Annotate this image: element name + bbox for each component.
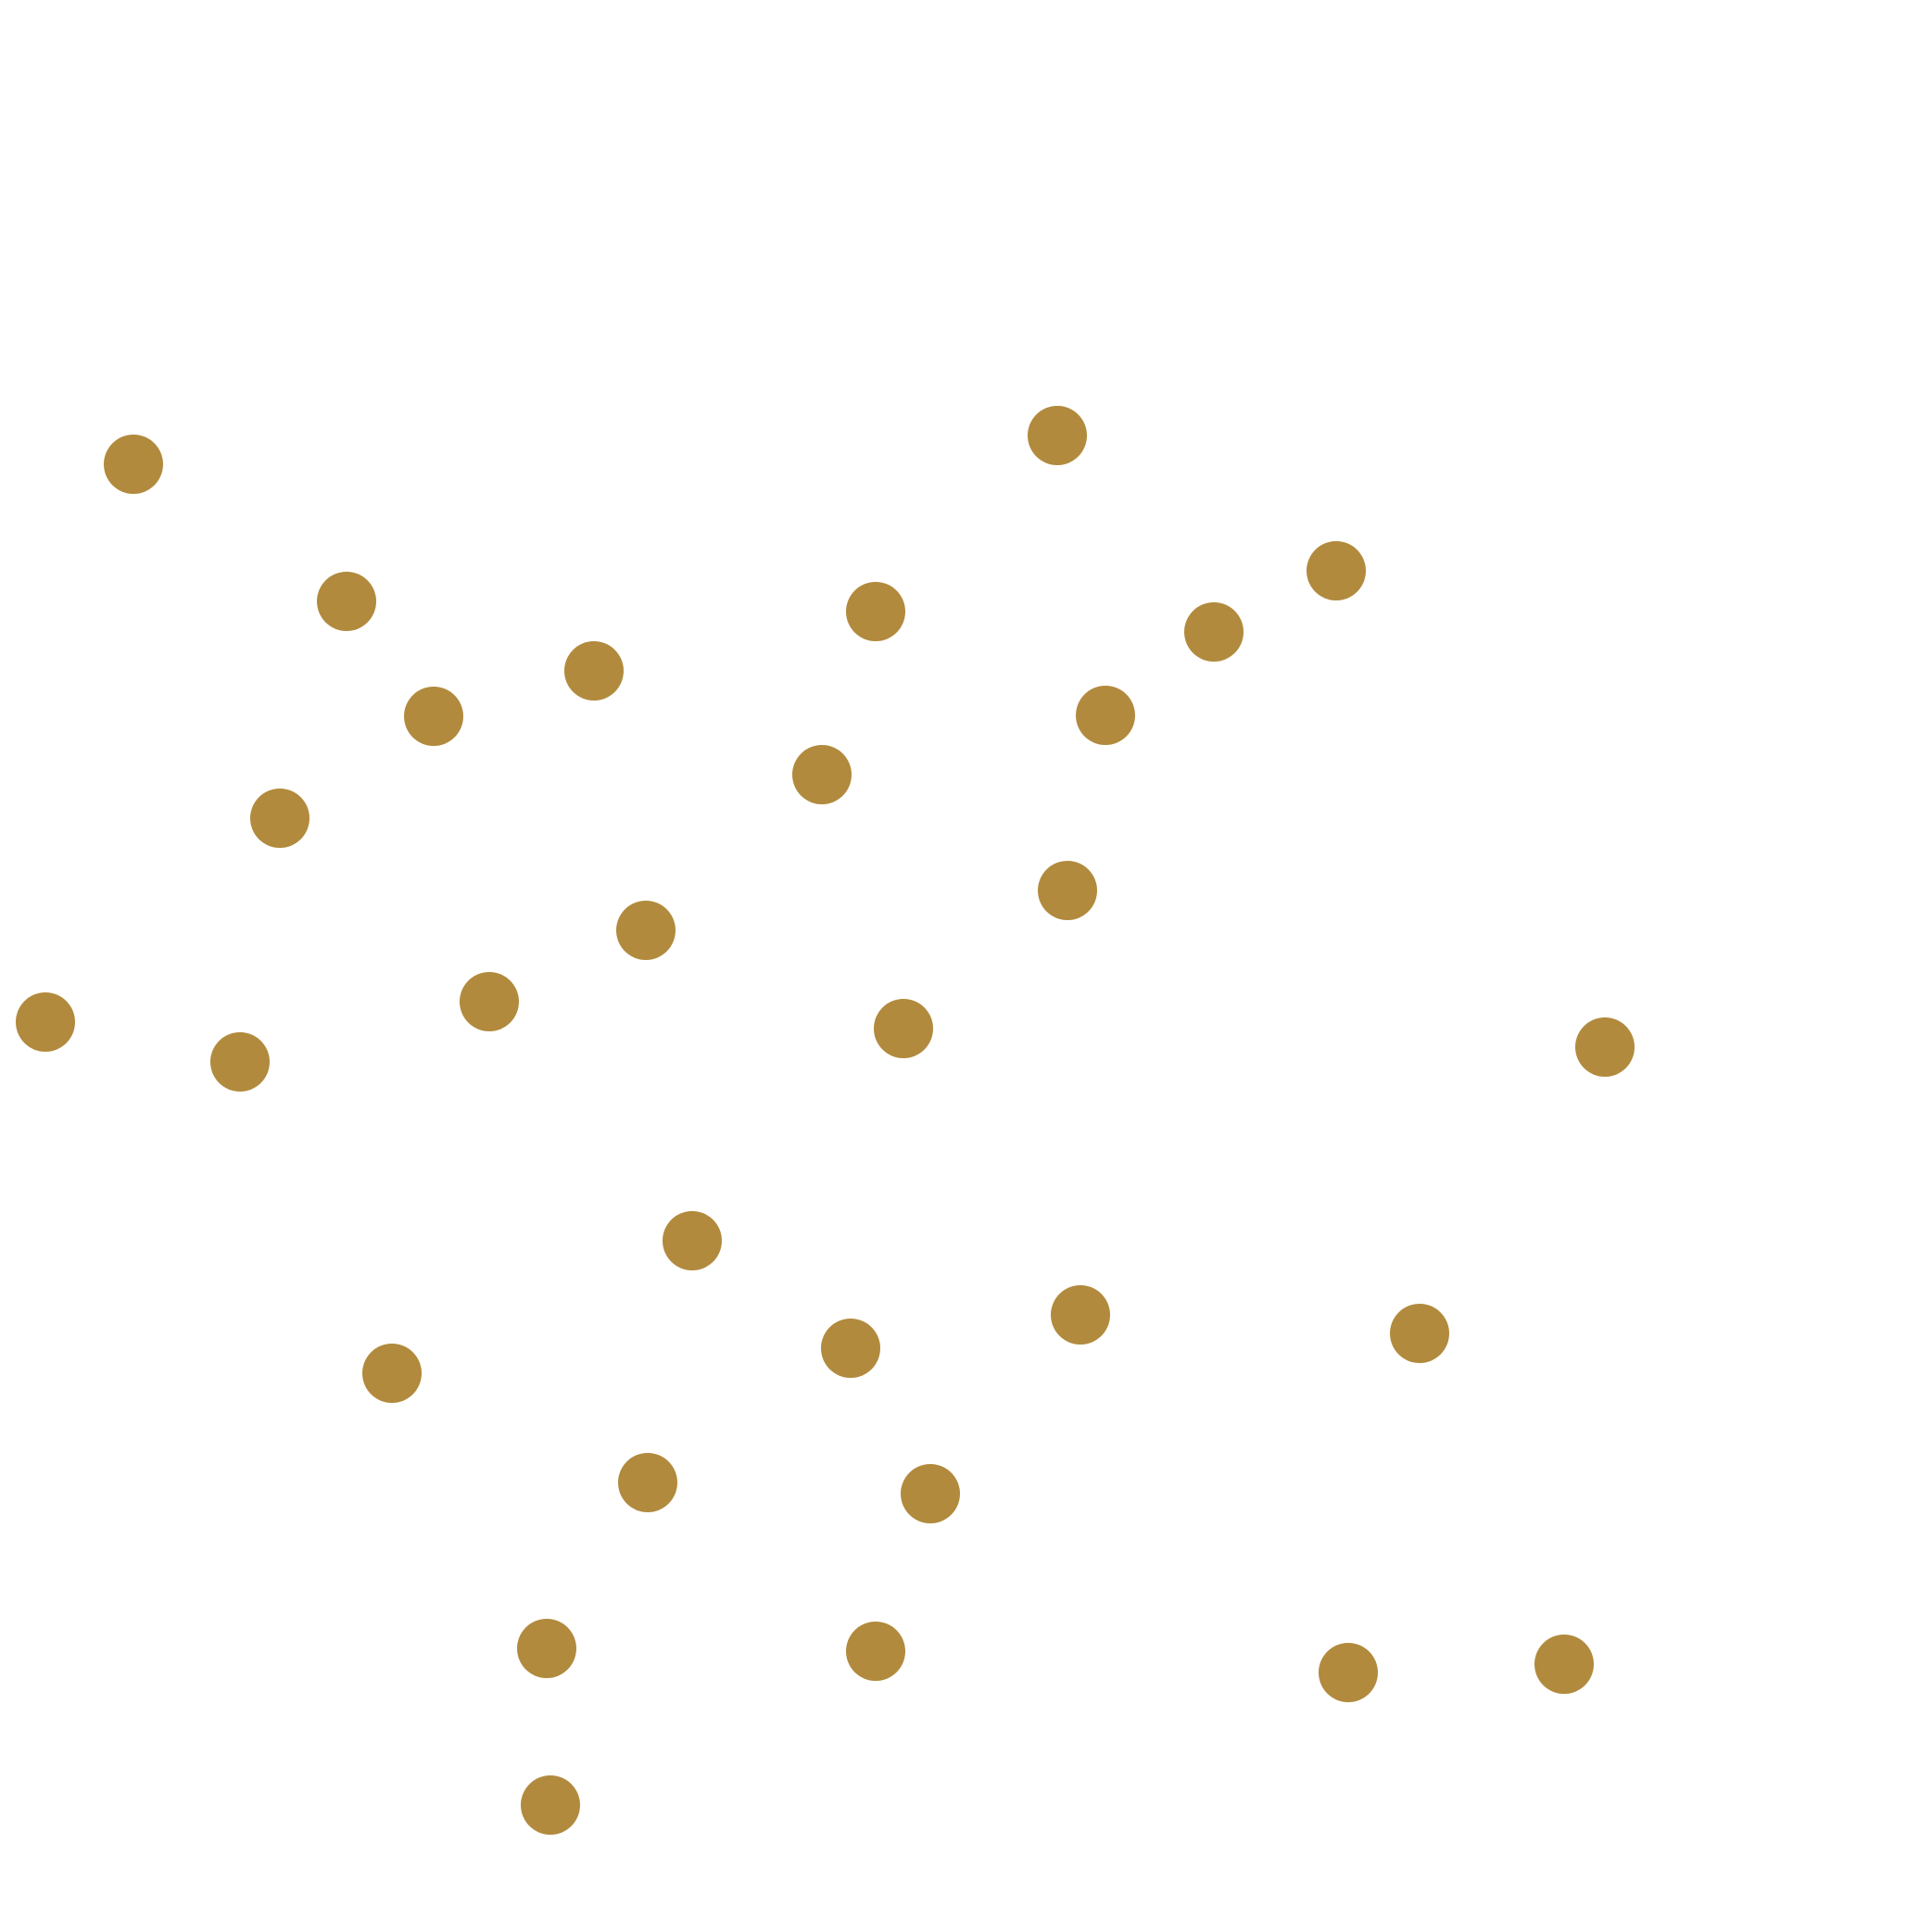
scatter-point (564, 641, 624, 701)
scatter-point (16, 992, 75, 1052)
scatter-point (460, 972, 519, 1031)
scatter-point (874, 999, 933, 1058)
scatter-point (1051, 1285, 1110, 1345)
scatter-point (616, 901, 676, 960)
scatter-point (792, 745, 852, 804)
scatter-point (1076, 686, 1135, 745)
scatter-point (846, 1622, 905, 1681)
scatter-point (1028, 406, 1087, 465)
scatter-point (1184, 602, 1244, 662)
scatter-point (821, 1319, 880, 1378)
scatter-point (1534, 1635, 1594, 1694)
scatter-point (1390, 1304, 1449, 1363)
scatter-point (1307, 541, 1366, 600)
scatter-point (618, 1453, 677, 1512)
scatter-point (1575, 1017, 1635, 1077)
scatter-point (250, 789, 309, 848)
scatter-point (317, 572, 376, 631)
scatter-point (901, 1464, 960, 1523)
scatter-point (517, 1619, 576, 1678)
scatter-point (1038, 861, 1097, 920)
scatter-point (210, 1032, 270, 1092)
scatter-point (404, 687, 463, 746)
scatter-point (521, 1775, 580, 1835)
scatter-point (663, 1211, 722, 1270)
scatter-point (104, 435, 163, 494)
scatter-point (846, 582, 905, 641)
scatter-point (1319, 1643, 1378, 1702)
scatter-point (362, 1344, 422, 1403)
